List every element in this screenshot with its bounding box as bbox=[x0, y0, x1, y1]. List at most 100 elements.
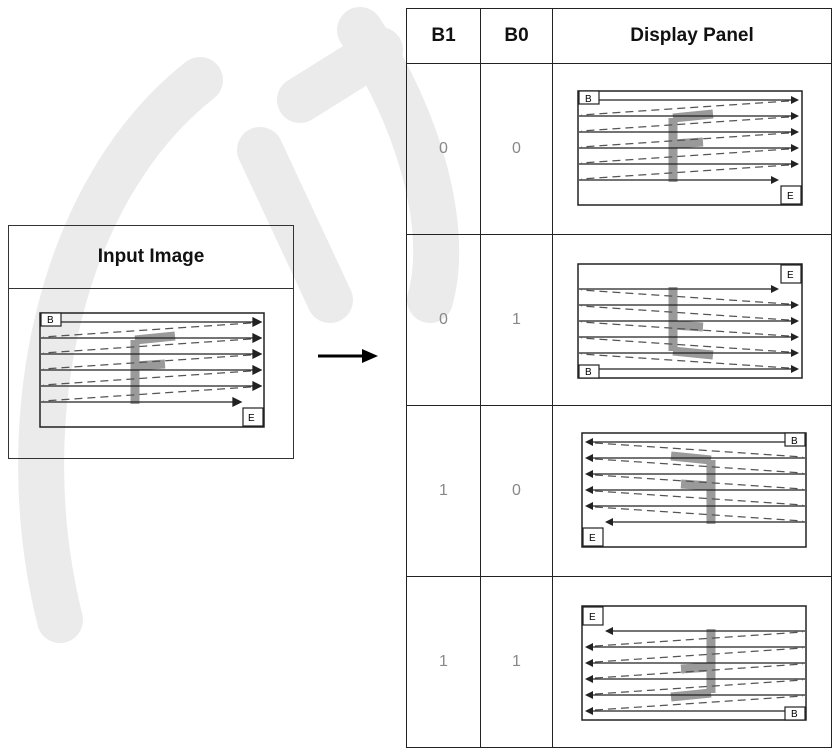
scan-arrowhead bbox=[791, 365, 799, 373]
scan-arrowhead bbox=[585, 675, 593, 683]
b1-cell: 0 bbox=[406, 234, 481, 406]
scan-arrowhead bbox=[605, 518, 613, 526]
retrace-line bbox=[594, 506, 804, 522]
end-label: E bbox=[589, 533, 596, 544]
end-label: E bbox=[589, 612, 596, 623]
panel-drawing bbox=[577, 263, 803, 379]
b0-cell: 1 bbox=[480, 234, 553, 406]
header-b0: B0 bbox=[480, 8, 553, 64]
scan-arrowhead bbox=[585, 691, 593, 699]
panel-frame bbox=[577, 90, 803, 206]
input-retrace-lines bbox=[42, 322, 252, 402]
b1-cell: 0 bbox=[406, 63, 481, 235]
panel-rotate: BE bbox=[581, 605, 807, 721]
scan-arrowhead bbox=[605, 627, 613, 635]
end-marker bbox=[582, 606, 604, 626]
scan-arrowhead bbox=[585, 438, 593, 446]
begin-marker bbox=[578, 364, 600, 379]
end-label: E bbox=[787, 191, 794, 202]
scan-arrowhead bbox=[791, 317, 799, 325]
panel-frame bbox=[581, 432, 807, 548]
end-marker bbox=[780, 264, 802, 284]
retrace-line bbox=[580, 116, 790, 132]
scan-arrowhead bbox=[771, 285, 779, 293]
retrace-line bbox=[594, 647, 804, 663]
end-marker bbox=[582, 527, 604, 547]
input-end-label: E bbox=[248, 413, 255, 424]
panel-vflip: BE bbox=[577, 263, 803, 379]
retrace-line bbox=[580, 289, 790, 305]
retrace-line bbox=[594, 458, 804, 474]
retrace-line bbox=[580, 148, 790, 164]
b1-cell: 1 bbox=[406, 405, 481, 577]
retrace-line bbox=[580, 337, 790, 353]
b1-cell: 1 bbox=[406, 576, 481, 748]
retrace-line bbox=[580, 353, 790, 369]
scan-arrowhead bbox=[585, 643, 593, 651]
input-begin-marker bbox=[40, 312, 62, 327]
input-frame bbox=[39, 312, 265, 428]
retrace-line bbox=[580, 305, 790, 321]
scan-arrowhead bbox=[771, 176, 779, 184]
input-image-title: Input Image bbox=[9, 226, 293, 289]
retrace-line bbox=[580, 321, 790, 337]
retrace-line bbox=[580, 132, 790, 148]
scan-arrowhead bbox=[585, 470, 593, 478]
begin-label: B bbox=[585, 367, 592, 378]
panel-drawing bbox=[581, 432, 807, 548]
end-marker bbox=[780, 185, 802, 205]
input-scan-lines bbox=[41, 316, 263, 408]
retrace-line bbox=[580, 100, 790, 116]
b0-cell: 0 bbox=[480, 63, 553, 235]
input-begin-label: B bbox=[47, 315, 54, 326]
begin-marker bbox=[784, 432, 806, 447]
begin-marker bbox=[784, 706, 806, 721]
panel-drawing bbox=[577, 90, 803, 206]
b0-cell: 0 bbox=[480, 405, 553, 577]
retrace-line bbox=[594, 631, 804, 647]
scan-arrowhead bbox=[791, 333, 799, 341]
begin-label: B bbox=[791, 709, 798, 720]
scan-arrowhead bbox=[791, 349, 799, 357]
scan-arrowhead bbox=[791, 96, 799, 104]
scan-arrowhead bbox=[791, 301, 799, 309]
begin-marker bbox=[578, 90, 600, 105]
panel-hflip: BE bbox=[581, 432, 807, 548]
scan-arrowhead bbox=[791, 112, 799, 120]
scan-arrowhead bbox=[585, 454, 593, 462]
b0-cell: 1 bbox=[480, 576, 553, 748]
retrace-line bbox=[594, 442, 804, 458]
input-image-box: Input Image B E bbox=[8, 225, 294, 459]
right-arrow-icon bbox=[318, 349, 378, 363]
input-end-marker bbox=[242, 407, 264, 427]
panel-frame bbox=[581, 605, 807, 721]
scan-arrowhead bbox=[791, 144, 799, 152]
header-display-panel: Display Panel bbox=[552, 8, 832, 64]
retrace-line bbox=[594, 695, 804, 711]
scan-arrowhead bbox=[585, 707, 593, 715]
panel-frame bbox=[577, 263, 803, 379]
retrace-line bbox=[594, 474, 804, 490]
begin-label: B bbox=[791, 436, 798, 447]
end-label: E bbox=[787, 270, 794, 281]
input-scan-illustration: B E bbox=[39, 312, 265, 428]
scan-arrowhead bbox=[791, 128, 799, 136]
panel-drawing bbox=[581, 605, 807, 721]
scan-arrowhead bbox=[585, 659, 593, 667]
retrace-line bbox=[594, 679, 804, 695]
retrace-line bbox=[594, 663, 804, 679]
scan-arrowhead bbox=[791, 160, 799, 168]
begin-label: B bbox=[585, 94, 592, 105]
retrace-line bbox=[594, 490, 804, 506]
scan-arrowhead bbox=[585, 486, 593, 494]
table-header-row: B1 B0 Display Panel bbox=[406, 8, 832, 64]
panel-normal: BE bbox=[577, 90, 803, 206]
